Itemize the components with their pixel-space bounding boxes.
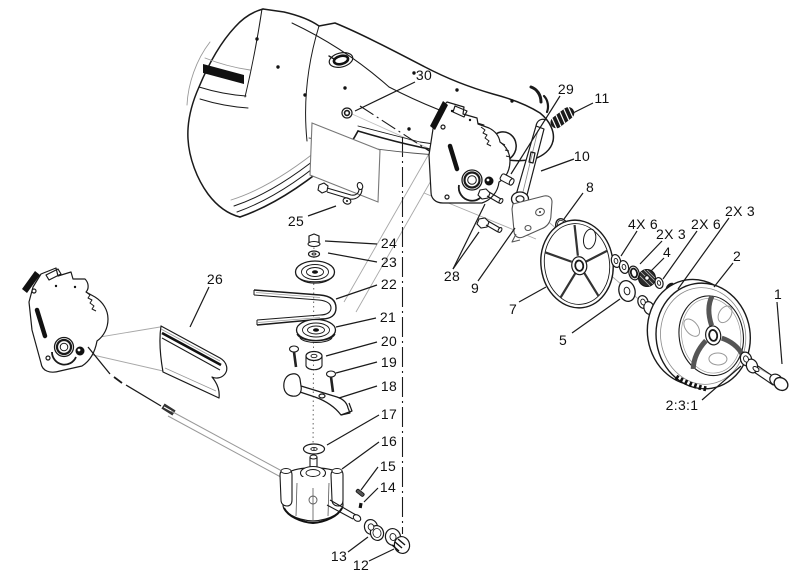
- deck-plug: [328, 52, 354, 68]
- rear-wheel: [646, 278, 752, 390]
- panel-outline: [309, 122, 381, 203]
- dust-cover: [540, 219, 614, 309]
- left-plate-slot: [34, 307, 48, 339]
- spindle-stack: [253, 233, 353, 455]
- leader-line: [347, 536, 369, 553]
- leader-line: [572, 102, 594, 114]
- leader-line: [341, 441, 380, 470]
- transmission-right-post: [330, 468, 344, 507]
- washer-17: [302, 443, 326, 455]
- leader-line: [325, 341, 378, 357]
- axle-shaft: [87, 346, 294, 483]
- rod: [326, 187, 360, 196]
- leader-line: [335, 361, 378, 374]
- leader-line: [335, 317, 377, 328]
- leader-line: [650, 257, 665, 272]
- shaft-key: [355, 488, 365, 497]
- leader-line: [324, 240, 378, 245]
- leader-line: [713, 262, 734, 288]
- rod-end: [356, 181, 364, 191]
- rear-baffle: [159, 325, 228, 399]
- diagonal-dashdot-line: [359, 105, 441, 159]
- pulley-22: [294, 260, 336, 284]
- leader-line: [540, 158, 575, 172]
- left-plate-cam: [75, 346, 85, 356]
- left-plate-teeth: [85, 291, 97, 312]
- pivot-pin: [499, 173, 515, 186]
- rear-flap-curl: [529, 85, 543, 104]
- leader-line: [677, 217, 730, 290]
- leader-line: [662, 230, 698, 280]
- dust-cover-hole: [582, 228, 597, 250]
- spring: [550, 105, 575, 130]
- leader-line: [360, 466, 379, 491]
- drive-belt: [253, 289, 337, 326]
- leader-line: [701, 365, 742, 401]
- wheel-gear-teeth: [674, 374, 708, 392]
- wheel-spokes: [690, 294, 745, 370]
- axle-bolt: [752, 365, 789, 392]
- leader-line: [776, 301, 783, 365]
- roll-pin: [358, 502, 363, 509]
- left-adjuster-plate: [22, 267, 109, 373]
- right-plate-teeth: [480, 126, 492, 147]
- rod-clevis: [342, 197, 352, 205]
- drive-gear-4: [638, 269, 656, 287]
- leader-line: [518, 286, 547, 303]
- bolt-19b: [325, 370, 337, 393]
- bracket-18: [283, 373, 353, 416]
- leader-line: [571, 298, 621, 334]
- dust-cover-spokes: [544, 224, 608, 299]
- leader-line: [354, 81, 416, 112]
- deck-bolt-30: [341, 107, 353, 119]
- rod-nut: [317, 182, 329, 194]
- left-plate-handle: [22, 271, 40, 293]
- leader-line: [189, 286, 210, 328]
- leader-line: [326, 414, 380, 446]
- chute-opening: [203, 64, 244, 84]
- transmission-left-post: [279, 468, 293, 507]
- leader-line: [620, 230, 638, 257]
- dust-cover-hub: [571, 256, 588, 276]
- leader-line: [307, 205, 337, 217]
- axle-output: [326, 499, 362, 522]
- leader-line: [639, 240, 663, 265]
- washer-stack: [610, 254, 676, 299]
- transmission: [279, 454, 365, 524]
- pulley-21: [295, 318, 337, 343]
- leader-line: [477, 227, 516, 282]
- wheel-hub: [705, 325, 722, 346]
- leader-line: [327, 252, 378, 263]
- spacer-20: [305, 350, 323, 371]
- axle-bushing: [739, 351, 759, 374]
- bolt-19a: [288, 345, 300, 368]
- pivot-bracket: [511, 195, 553, 243]
- right-plate-clip: [452, 105, 468, 118]
- left-plate-bearing: [51, 336, 77, 366]
- leader-line: [452, 203, 486, 270]
- baffle-stripe: [161, 331, 222, 367]
- right-plate-cam: [484, 176, 494, 186]
- leader-line: [363, 487, 379, 503]
- axle-bushing-13: [363, 518, 385, 542]
- leader-line: [368, 548, 395, 562]
- right-plate-slot: [447, 143, 460, 172]
- leader-line: [335, 284, 378, 300]
- carriage-bolts: [476, 188, 504, 233]
- leader-line: [452, 231, 480, 270]
- right-adjuster-plate: [428, 101, 511, 204]
- rod-25-assembly: [309, 122, 381, 205]
- left-plate-clip: [45, 268, 62, 281]
- leader-line: [338, 385, 378, 399]
- leader-line: [510, 95, 561, 175]
- washer-5-and-bushing: [618, 279, 655, 315]
- right-plate-handle: [430, 101, 448, 130]
- drive-pinion-12: [384, 527, 411, 555]
- leader-line: [563, 192, 584, 220]
